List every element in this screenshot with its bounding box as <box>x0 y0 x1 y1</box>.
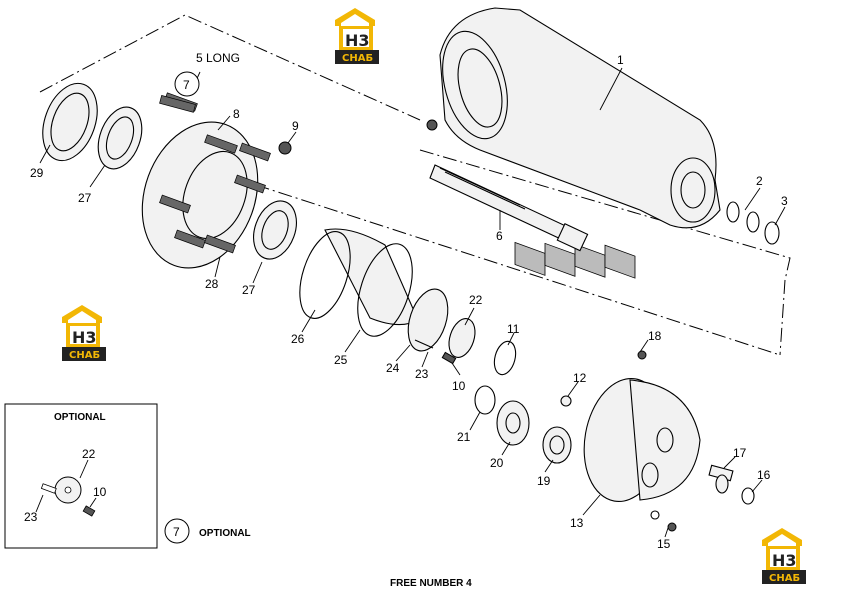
callout-11: 11 <box>507 322 520 336</box>
callout-20: 20 <box>490 456 504 470</box>
optional-note: 7 OPTIONAL <box>164 518 251 544</box>
inset-callout-10: 10 <box>93 485 107 499</box>
callout-24: 24 <box>386 361 400 375</box>
logo-brand-text: H3 <box>772 551 797 570</box>
optional-inset-title: OPTIONAL <box>54 412 106 423</box>
callout-3: 3 <box>781 194 788 208</box>
callout-29: 29 <box>30 166 44 180</box>
callout-7-circle <box>174 71 200 97</box>
callout-9: 9 <box>292 119 299 133</box>
optional-inset: OPTIONAL 22 10 23 <box>4 403 158 549</box>
watermark-logo-left: H3 СНАБ <box>62 305 106 361</box>
wheel-hub <box>141 92 297 269</box>
callout-18: 18 <box>648 329 662 343</box>
callout-8: 8 <box>233 107 240 121</box>
callout-2: 2 <box>756 174 763 188</box>
logo-brand-text: H3 <box>72 328 97 347</box>
callout-25: 25 <box>334 353 348 367</box>
wheel-stud-5-long <box>159 95 196 113</box>
inset-callout-22: 22 <box>82 447 96 461</box>
callout-6: 6 <box>496 229 503 243</box>
wheel-nut <box>278 141 292 155</box>
watermark-logo-top: H3 СНАБ <box>335 8 379 64</box>
footer-caption: FREE NUMBER 4 <box>390 578 472 589</box>
snap-ring <box>493 340 517 376</box>
callout-27-outer: 27 <box>78 191 92 205</box>
o-ring-16 <box>741 487 755 505</box>
callout-23: 23 <box>415 367 429 381</box>
callout-26: 26 <box>291 332 305 346</box>
callout-5-long: 5 LONG <box>196 51 240 65</box>
callout-21: 21 <box>457 430 471 444</box>
callouts: 1 2 3 5 LONG 6 7 8 9 10 11 12 13 15 16 1… <box>30 51 788 551</box>
sun-gear <box>496 400 530 446</box>
drain-plug <box>708 464 734 494</box>
washer-12 <box>560 395 572 407</box>
axis-lines <box>39 14 791 356</box>
watermark-logo-bottom: H3 СНАБ <box>762 528 806 584</box>
shaft-rings <box>726 201 780 245</box>
ring-gear <box>299 228 419 337</box>
optional-note-text: OPTIONAL <box>199 528 251 539</box>
callout-10: 10 <box>452 379 466 393</box>
logo-sub-text: СНАБ <box>769 573 800 584</box>
callout-15: 15 <box>657 537 671 551</box>
callout-28: 28 <box>205 277 219 291</box>
logo-sub-text: СНАБ <box>342 53 373 64</box>
callout-7: 7 <box>183 78 190 92</box>
planetary-cover <box>583 350 701 532</box>
callout-17: 17 <box>733 446 747 460</box>
callout-16: 16 <box>757 468 771 482</box>
logo-sub-text: СНАБ <box>69 350 100 361</box>
needle-bearing <box>542 426 572 464</box>
callout-22: 22 <box>469 293 483 307</box>
leader-lines <box>39 67 786 538</box>
thrust-washer <box>474 385 496 415</box>
outer-bearing <box>97 106 143 170</box>
callout-1: 1 <box>617 53 624 67</box>
callout-13: 13 <box>570 516 584 530</box>
gear-carrier <box>407 288 476 365</box>
hub-seal <box>42 82 98 162</box>
logo-brand-text: H3 <box>345 31 370 50</box>
inset-callout-23: 23 <box>24 510 38 524</box>
callout-19: 19 <box>537 474 551 488</box>
axle-shaft <box>429 164 589 252</box>
callout-12: 12 <box>573 371 587 385</box>
axle-housing <box>426 7 721 279</box>
callout-27-inner: 27 <box>242 283 256 297</box>
optional-note-circle-number: 7 <box>173 525 180 539</box>
